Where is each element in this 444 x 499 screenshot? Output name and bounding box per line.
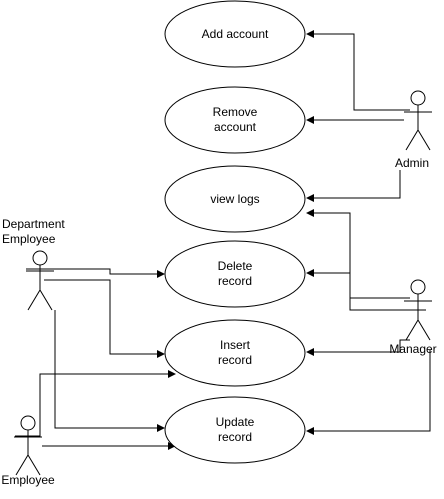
use-case-ellipse	[164, 240, 306, 308]
arrowhead	[306, 30, 314, 38]
use-case-label: Insert	[220, 338, 251, 352]
use-case-ellipse	[164, 0, 306, 68]
use-case-label: record	[218, 274, 252, 288]
arrowhead	[157, 270, 165, 278]
arrowhead	[306, 209, 314, 217]
stick-figure-icon	[404, 279, 432, 341]
actor-label: Department	[2, 217, 65, 231]
use-case-label: record	[218, 353, 252, 367]
use-case-label: Add account	[202, 27, 269, 41]
use-case-ellipse	[164, 396, 306, 464]
use-case-add-account[interactable]: Add account	[164, 0, 306, 68]
manager-update-record-link	[313, 350, 431, 432]
use-case-ellipse	[164, 319, 306, 387]
manager-insert-record-link	[313, 339, 410, 353]
use-case-remove-account[interactable]: Remove account	[164, 86, 306, 154]
arrowhead	[306, 194, 314, 202]
arrowhead	[306, 269, 314, 277]
use-case-label: account	[214, 120, 257, 134]
connectors	[15, 30, 431, 450]
actor-label: Employee	[1, 473, 55, 487]
use-case-update-record[interactable]: Update record	[164, 396, 306, 464]
arrowhead	[306, 348, 314, 356]
dept-employee-insert-record-link	[44, 279, 157, 355]
use-case-label: Delete	[218, 259, 253, 273]
use-case-view-logs[interactable]: view logs	[164, 165, 306, 233]
actor-employee[interactable]: Employee	[1, 415, 55, 487]
arrowhead	[306, 427, 314, 435]
arrowhead	[306, 116, 314, 124]
use-case-label: view logs	[210, 192, 259, 206]
actor-department-employee[interactable]: Department Employee	[2, 217, 65, 311]
use-case-insert-record[interactable]: Insert record	[164, 319, 306, 387]
manager-delete-record-link	[313, 272, 426, 311]
stick-figure-icon	[404, 90, 432, 151]
stick-figure-icon	[26, 250, 54, 311]
admin-view-logs-link	[313, 170, 401, 199]
arrowhead	[168, 370, 176, 378]
arrowhead	[157, 424, 165, 432]
use-case-ellipse	[164, 86, 306, 154]
use-case-label: record	[218, 430, 252, 444]
actor-manager[interactable]: Manager	[389, 279, 437, 356]
stick-figure-icon	[14, 415, 42, 476]
employee-insert-record-link	[15, 373, 168, 437]
manager-view-logs-link	[313, 212, 410, 299]
actor-admin[interactable]: Admin	[395, 90, 432, 170]
use-case-ellipse	[164, 165, 306, 233]
actor-label: Manager	[389, 342, 436, 356]
use-case-delete-record[interactable]: Delete record	[164, 240, 306, 308]
admin-add-account-link	[313, 33, 410, 111]
dept-employee-delete-record-link	[26, 268, 157, 275]
arrowhead	[168, 442, 176, 450]
use-case-label: Update	[216, 415, 255, 429]
arrowhead	[157, 350, 165, 358]
dept-employee-update-record-link	[54, 310, 157, 429]
actor-label: Employee	[2, 232, 56, 246]
actor-label: Admin	[395, 156, 429, 170]
use-case-label: Remove	[213, 105, 258, 119]
